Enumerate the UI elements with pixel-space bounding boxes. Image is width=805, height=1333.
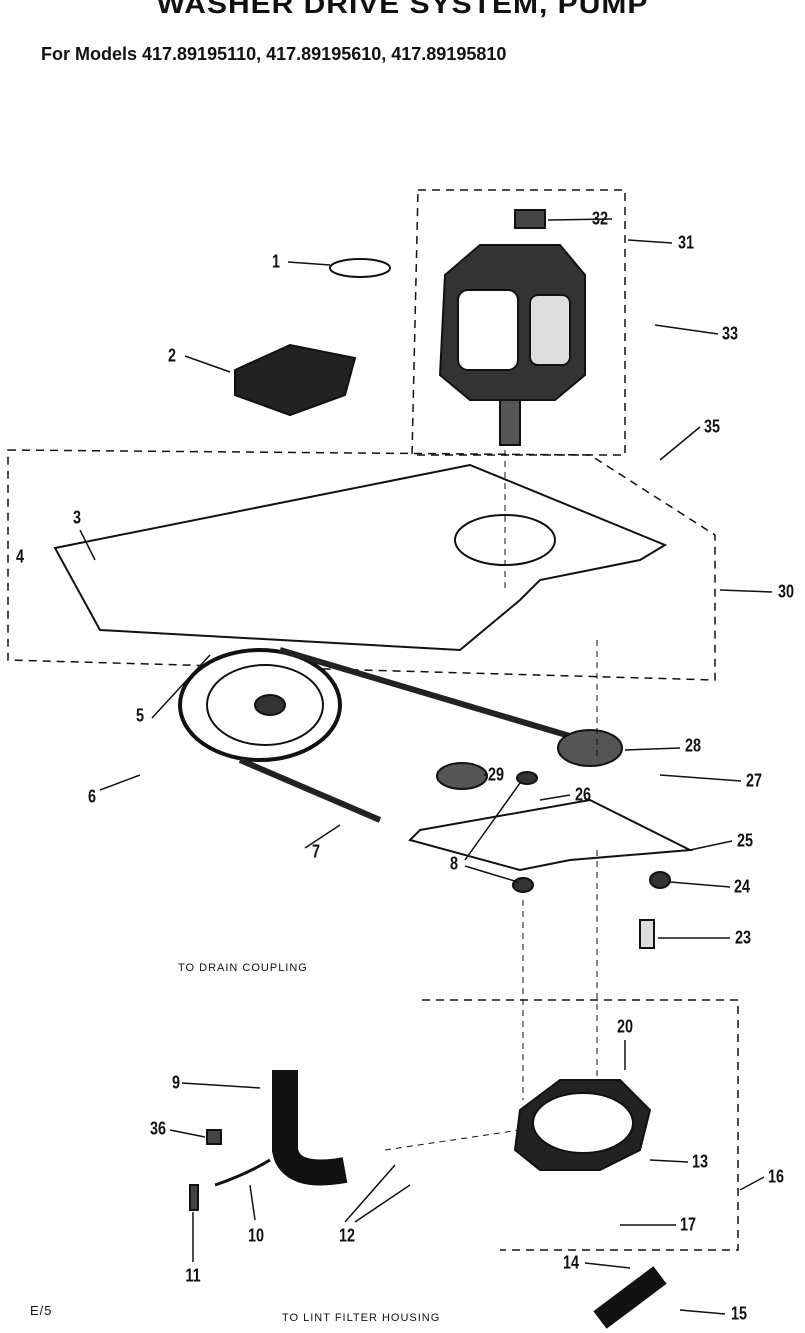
callout-32: 32 — [591, 208, 609, 229]
models-subtitle: For Models 417.89195110, 417.89195610, 4… — [41, 44, 507, 64]
part-32-connector — [514, 209, 546, 229]
callout-15: 15 — [730, 1303, 748, 1324]
callout-14: 14 — [562, 1252, 580, 1273]
callout-20: 20 — [616, 1016, 634, 1037]
callout-9: 9 — [171, 1072, 181, 1093]
callout-4: 4 — [15, 546, 25, 567]
part-36 — [206, 1129, 222, 1145]
callout-7: 7 — [311, 841, 321, 862]
part-10-clamp — [214, 1158, 271, 1187]
motor-assembly-box — [411, 189, 626, 456]
callout-3: 3 — [72, 507, 82, 528]
part-15-hose — [593, 1266, 667, 1329]
base-assembly-box — [7, 449, 716, 681]
part-2-pad — [234, 343, 357, 417]
callout-8: 8 — [449, 853, 459, 874]
part-7-belt — [238, 647, 601, 823]
part-5-pulley — [178, 648, 342, 762]
callout-13: 13 — [691, 1151, 709, 1172]
callout-11: 11 — [185, 1265, 201, 1286]
callout-5: 5 — [135, 705, 145, 726]
callout-36: 36 — [149, 1118, 167, 1139]
pump-assembly-box — [422, 999, 739, 1251]
callout-27: 27 — [745, 770, 763, 791]
page-code: E/5 — [30, 1303, 53, 1318]
motor — [438, 244, 586, 446]
callout-35: 35 — [703, 416, 721, 437]
callout-33: 33 — [721, 323, 739, 344]
callout-30: 30 — [777, 581, 795, 602]
callout-16: 16 — [767, 1166, 785, 1187]
to-drain-coupling-note: TO DRAIN COUPLING — [178, 962, 308, 974]
callout-23: 23 — [734, 927, 752, 948]
callout-2: 2 — [167, 345, 177, 366]
part-9-hose — [272, 1070, 348, 1186]
part-1-clamp — [329, 258, 391, 278]
diagram-title: WASHER DRIVE SYSTEM, PUMP — [156, 0, 649, 20]
callout-28: 28 — [684, 735, 702, 756]
part-29-pulley — [436, 762, 488, 790]
to-lint-filter-note: TO LINT FILTER HOUSING — [282, 1312, 441, 1324]
base-plate — [53, 463, 668, 652]
callout-31: 31 — [677, 232, 695, 253]
callout-12: 12 — [338, 1225, 356, 1246]
callout-29: 29 — [487, 764, 505, 785]
callout-25: 25 — [736, 830, 754, 851]
callout-1: 1 — [271, 251, 281, 272]
part-25-bracket — [408, 798, 694, 872]
callout-10: 10 — [247, 1225, 265, 1246]
callout-17: 17 — [679, 1214, 697, 1235]
part-23 — [639, 919, 655, 949]
part-24-spring — [649, 871, 671, 889]
callout-6: 6 — [87, 786, 97, 807]
callout-24: 24 — [733, 876, 751, 897]
part-11-screw — [189, 1184, 199, 1211]
part-28-pulley — [557, 729, 623, 767]
callout-26: 26 — [574, 784, 592, 805]
